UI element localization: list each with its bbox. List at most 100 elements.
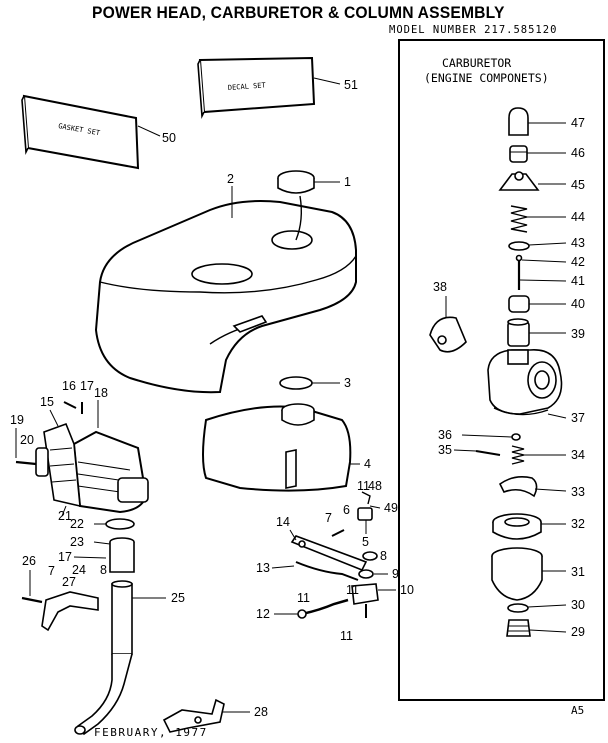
- label-13: 13: [256, 561, 270, 575]
- part-13-rod: [295, 561, 359, 581]
- label-4: 4: [364, 457, 371, 471]
- label-37: 37: [571, 411, 585, 425]
- part-40-seal: [508, 295, 530, 313]
- part-25-column-tube: [74, 580, 133, 736]
- label-33: 33: [571, 485, 585, 499]
- part-31-float-bowl: [491, 547, 543, 601]
- part-32-ring: [492, 513, 542, 540]
- part-18-cylinder: [72, 430, 149, 514]
- label-16: 16: [62, 379, 76, 393]
- label-11-b: 11: [346, 583, 359, 597]
- label-29: 29: [571, 625, 585, 639]
- decal-set-text: DECAL SET: [228, 81, 267, 92]
- part-8-nut: [362, 551, 378, 561]
- part-37-carburetor-body: [487, 349, 563, 416]
- label-14: 14: [276, 515, 290, 529]
- label-19: 19: [10, 413, 24, 427]
- part-3-gasket: [279, 376, 313, 390]
- label-17-mid: 17: [58, 550, 72, 564]
- label-46: 46: [571, 146, 585, 160]
- label-5: 5: [362, 535, 369, 549]
- part-33-lever: [498, 476, 538, 498]
- part-16-screw: [63, 401, 83, 414]
- label-10: 10: [400, 583, 414, 597]
- label-36: 36: [438, 428, 452, 442]
- label-24: 24: [72, 563, 86, 577]
- label-38: 38: [433, 280, 447, 294]
- label-7-right: 7: [325, 511, 332, 525]
- label-26: 26: [22, 554, 36, 568]
- part-10-fuel-valve: [351, 583, 379, 618]
- label-21: 21: [58, 509, 72, 523]
- label-39: 39: [571, 327, 585, 341]
- part-23-column-top: [109, 537, 135, 573]
- label-44: 44: [571, 210, 585, 224]
- label-22: 22: [70, 517, 84, 531]
- label-35: 35: [438, 443, 452, 457]
- label-41: 41: [571, 274, 585, 288]
- label-8-left: 8: [100, 563, 107, 577]
- label-48: 48: [368, 479, 382, 493]
- label-6: 6: [343, 503, 350, 517]
- part-51-decal-set: DECAL SET: [197, 56, 316, 119]
- label-34: 34: [571, 448, 585, 462]
- label-9: 9: [392, 567, 399, 581]
- part-43-washer: [508, 241, 530, 251]
- label-25: 25: [171, 591, 185, 605]
- part-29-nut: [506, 619, 531, 637]
- label-3: 3: [344, 376, 351, 390]
- label-40: 40: [571, 297, 585, 311]
- part-38-cover: [429, 316, 467, 353]
- inset-leaders: [445, 122, 567, 633]
- label-11-d: 11: [340, 629, 353, 643]
- model-number: MODEL NUMBER 217.585120: [389, 24, 558, 36]
- part-44-spring: [510, 205, 528, 233]
- label-23: 23: [70, 535, 84, 549]
- label-30: 30: [571, 598, 585, 612]
- part-4-fuel-tank: [202, 403, 352, 492]
- part-20-gasket: [35, 447, 49, 477]
- label-12: 12: [256, 607, 270, 621]
- label-49: 49: [384, 501, 398, 515]
- part-45-cover: [498, 171, 540, 191]
- part-19-bolt: [15, 460, 37, 466]
- inset-subtitle: (ENGINE COMPONETS): [424, 71, 549, 85]
- label-28: 28: [254, 705, 268, 719]
- label-51: 51: [344, 78, 358, 92]
- part-26-bolt: [21, 596, 43, 604]
- inset-title: CARBURETOR: [442, 56, 511, 70]
- label-7-left: 7: [48, 564, 55, 578]
- label-50: 50: [162, 131, 176, 145]
- label-8-right: 8: [380, 549, 387, 563]
- label-18: 18: [94, 386, 108, 400]
- part-35-screw: [475, 450, 501, 456]
- label-27: 27: [62, 575, 76, 589]
- part-39-sleeve: [507, 318, 530, 347]
- page-code: A5: [571, 704, 585, 717]
- part-9-valve: [358, 569, 374, 579]
- label-31: 31: [571, 565, 585, 579]
- part-50-gasket-set: GASKET SET: [21, 94, 140, 170]
- part-47-cap: [508, 107, 529, 136]
- part-49-fitting: [361, 491, 371, 505]
- label-42: 42: [571, 255, 585, 269]
- label-47: 47: [571, 116, 585, 130]
- part-30-o-ring: [507, 603, 529, 613]
- carburetor-inset: CARBURETOR (ENGINE COMPONETS): [398, 39, 605, 701]
- part-46-nut: [509, 145, 528, 163]
- page-title: POWER HEAD, CARBURETOR & COLUMN ASSEMBLY: [92, 3, 505, 22]
- label-15: 15: [40, 395, 54, 409]
- label-32: 32: [571, 517, 585, 531]
- label-2: 2: [227, 172, 234, 186]
- label-1: 1: [344, 175, 351, 189]
- part-27-clamp: [41, 591, 99, 632]
- label-45: 45: [571, 178, 585, 192]
- part-41-needle: [515, 254, 523, 290]
- part-36-gasket: [511, 433, 521, 441]
- part-28-bracket: [162, 698, 225, 733]
- label-17-top: 17: [80, 379, 94, 393]
- label-11-c: 11: [297, 591, 310, 605]
- part-2-engine-cover: [94, 200, 357, 394]
- part-1-fuel-cap: [277, 170, 315, 241]
